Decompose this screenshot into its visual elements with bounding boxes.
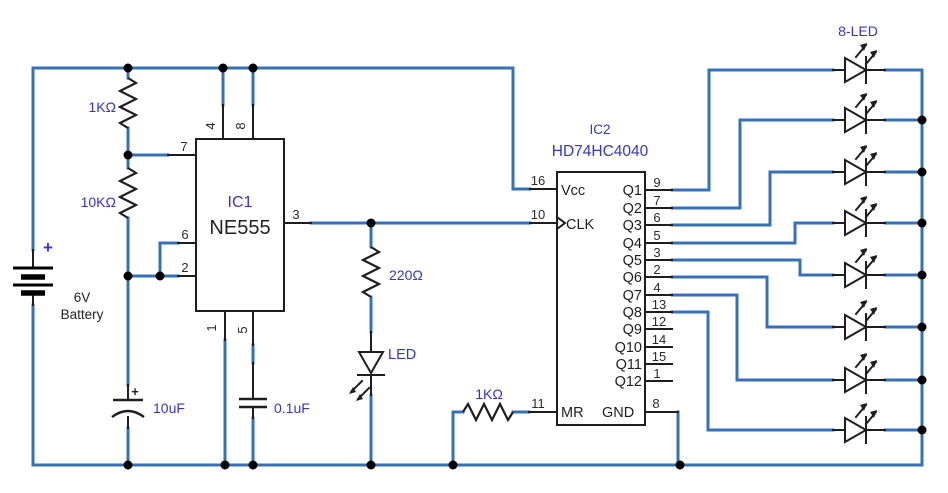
led-array: 8-LED bbox=[832, 23, 886, 444]
ic2-q11-label: Q11 bbox=[616, 357, 642, 373]
ic2-q5-label: Q5 bbox=[623, 253, 642, 269]
capacitor-c2-0.1uf: 0.1uF bbox=[239, 362, 310, 419]
ic2-q7-pin: 4 bbox=[653, 280, 660, 295]
ic1-pin7-number: 7 bbox=[180, 139, 187, 154]
ic2-q8-label: Q8 bbox=[623, 305, 642, 321]
resistor-r2-10k: 10KΩ bbox=[81, 167, 139, 219]
battery-label-line2: Battery bbox=[61, 307, 104, 322]
ic2-q12-pin: 1 bbox=[653, 366, 660, 381]
resistor-r2-label: 10KΩ bbox=[81, 194, 116, 210]
ic2-q6-label: Q6 bbox=[623, 270, 642, 286]
led-5 bbox=[832, 247, 886, 289]
ic2-vcc-label: Vcc bbox=[561, 183, 585, 199]
resistor-r4-label: 1KΩ bbox=[475, 386, 503, 402]
ic2-pin8-number: 8 bbox=[652, 396, 659, 411]
ic2-q10-pin: 14 bbox=[652, 332, 666, 347]
battery-6v: + 6V Battery bbox=[13, 238, 104, 322]
ic2-pin16-number: 16 bbox=[531, 173, 545, 188]
ic1-ne555: IC1 NE555 4 8 7 6 2 3 1 5 bbox=[167, 104, 312, 346]
led-8 bbox=[832, 402, 886, 444]
ic2-q5-pin: 3 bbox=[653, 245, 660, 260]
ic1-pin1-number: 1 bbox=[204, 324, 219, 331]
resistor-r1-label: 1KΩ bbox=[88, 99, 116, 115]
ic2-q2-label: Q2 bbox=[623, 201, 642, 217]
capacitor-c2-label: 0.1uF bbox=[274, 400, 310, 416]
ic2-q12-label: Q12 bbox=[615, 374, 642, 390]
led-4 bbox=[832, 195, 886, 237]
timer-wiring bbox=[126, 66, 680, 467]
ic2-q6-pin: 2 bbox=[653, 262, 660, 277]
ic2-q1-pin: 9 bbox=[653, 175, 660, 190]
ic2-q8-pin: 13 bbox=[652, 297, 666, 312]
ic1-pin5-number: 5 bbox=[235, 326, 250, 333]
led-array-label: 8-LED bbox=[838, 23, 878, 39]
led-7 bbox=[832, 352, 886, 394]
ic1-pin2-number: 2 bbox=[181, 260, 188, 275]
ic2-q9-pin: 12 bbox=[652, 314, 666, 329]
capacitor-c1-10uf: + 10uF bbox=[111, 384, 185, 429]
counter-output-wiring bbox=[670, 68, 924, 432]
ic1-pin3-number: 3 bbox=[292, 207, 299, 222]
ic2-q11-pin: 15 bbox=[652, 349, 666, 364]
resistor-r1-1k: 1KΩ bbox=[88, 77, 139, 129]
led-1 bbox=[832, 42, 886, 84]
ic2-q3-label: Q3 bbox=[623, 218, 642, 234]
battery-label-line1: 6V bbox=[74, 290, 91, 305]
ic2-pin10-number: 10 bbox=[531, 207, 545, 222]
resistor-r3-label: 220Ω bbox=[389, 267, 423, 283]
led-indicator-label: LED bbox=[388, 347, 416, 363]
ic1-ref: IC1 bbox=[228, 194, 253, 211]
ic2-q9-label: Q9 bbox=[623, 322, 642, 338]
junction-dots bbox=[123, 63, 927, 470]
ic2-q7-label: Q7 bbox=[623, 288, 642, 304]
ic1-pin6-number: 6 bbox=[181, 227, 188, 242]
capacitor-c1-plus-sign: + bbox=[131, 384, 139, 399]
ic2-q1-label: Q1 bbox=[623, 183, 642, 199]
ic2-ref: IC2 bbox=[589, 122, 610, 137]
ic2-q4-label: Q4 bbox=[623, 236, 642, 252]
ic1-part: NE555 bbox=[209, 217, 270, 239]
led-2 bbox=[832, 92, 886, 134]
ic1-pin4-number: 4 bbox=[203, 122, 218, 129]
ic2-q4-pin: 5 bbox=[653, 228, 660, 243]
ic2-clk-label: CLK bbox=[566, 217, 595, 233]
battery-plus-sign: + bbox=[43, 238, 53, 257]
led-3 bbox=[832, 144, 886, 186]
resistor-r4-1k: 1KΩ bbox=[462, 386, 514, 423]
resistor-r3-220: 220Ω bbox=[360, 246, 423, 298]
ic2-q2-pin: 7 bbox=[653, 193, 660, 208]
ic2-q10-label: Q10 bbox=[615, 340, 642, 356]
ic2-hd74hc4040: IC2 HD74HC4040 16 10 11 Vcc CLK MR GND 8… bbox=[528, 122, 679, 426]
ic2-gnd-label: GND bbox=[602, 405, 634, 421]
ic2-pin11-number: 11 bbox=[531, 396, 545, 411]
power-rails bbox=[31, 66, 924, 467]
ic2-part: HD74HC4040 bbox=[552, 143, 649, 160]
ic2-q3-pin: 6 bbox=[653, 210, 660, 225]
led-6 bbox=[832, 299, 886, 341]
ic2-mr-label: MR bbox=[561, 405, 584, 421]
capacitor-c1-label: 10uF bbox=[153, 400, 185, 416]
led-indicator: LED bbox=[349, 331, 416, 401]
ic1-pin8-number: 8 bbox=[233, 122, 248, 129]
